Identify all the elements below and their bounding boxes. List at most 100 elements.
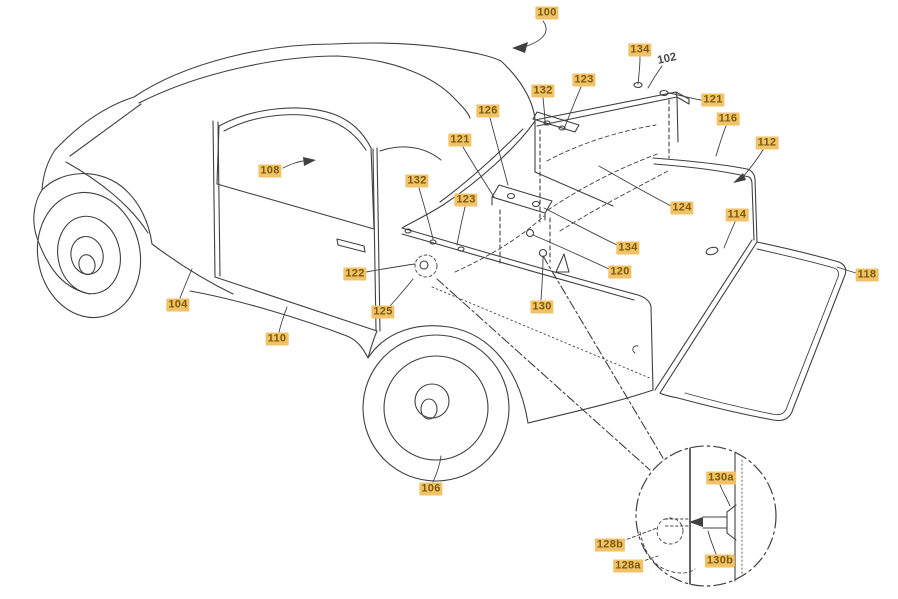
bolt-shank <box>702 511 728 534</box>
ref-label-130: 130 <box>530 300 554 314</box>
leader-130b <box>707 530 717 555</box>
leader-132b <box>418 187 434 240</box>
leader-118 <box>836 266 857 274</box>
leader-102 <box>647 65 663 89</box>
bolt-hole <box>531 200 541 208</box>
cab <box>33 42 536 359</box>
rear-wheel <box>362 334 510 482</box>
magnifier-links <box>436 255 664 471</box>
body-crease <box>151 243 234 295</box>
leader-122 <box>365 263 416 273</box>
wall-hole <box>705 246 719 256</box>
leader-123 <box>563 86 582 130</box>
bed-side-dotted-crease <box>431 286 653 380</box>
arrowhead-108 <box>303 157 316 166</box>
cab-rear-inner <box>439 128 524 203</box>
detail-circle-border <box>635 445 777 587</box>
tailgate-outer <box>659 241 847 422</box>
cowl-front <box>41 149 56 191</box>
ref-label-104: 104 <box>166 298 190 312</box>
ref-label-124: 124 <box>670 201 694 215</box>
bolt-tip-arrow <box>689 517 703 527</box>
right-rail <box>652 157 758 243</box>
ref-label-126: 126 <box>476 104 500 118</box>
quarter-beltline <box>379 146 442 161</box>
ref-label-128b: 128b <box>594 538 626 552</box>
roof-inner-line <box>138 55 471 119</box>
bolt-hole <box>506 192 516 200</box>
leader-134 <box>637 56 641 85</box>
crossbar-end-face <box>675 91 690 105</box>
ref-label-121b: 121 <box>448 133 472 147</box>
leader-120 <box>532 234 610 270</box>
hidden-vertical-edges <box>499 129 551 267</box>
floor-triangle-mark <box>555 253 570 273</box>
leader-106 <box>432 455 442 483</box>
bolt-hole <box>659 89 669 97</box>
ref-label-125: 125 <box>371 305 395 319</box>
leader-128b <box>621 527 658 542</box>
ref-label-134: 134 <box>628 43 652 57</box>
rear-fender-arch <box>367 325 529 424</box>
ref-label-130b: 130b <box>704 554 736 568</box>
door-bottom <box>214 276 378 332</box>
ref-label-114: 114 <box>725 208 749 222</box>
leader-123b <box>456 206 466 246</box>
leader-132 <box>542 97 546 126</box>
ref-label-132: 132 <box>531 84 555 98</box>
mount-bracket-lower <box>491 184 553 221</box>
crossbar-right-edge <box>676 96 679 143</box>
bolt-hidden-shank <box>664 518 689 527</box>
ref-label-100: 100 <box>535 6 559 20</box>
ref-label-123b: 123 <box>454 193 478 207</box>
roof-outline <box>54 42 536 151</box>
leader-110 <box>278 306 288 333</box>
left-wall-bottom <box>527 389 654 424</box>
leader-130 <box>540 256 544 301</box>
leader-114 <box>723 221 736 249</box>
tailgate <box>659 241 847 422</box>
hidden-wheelwell-curves <box>454 124 669 273</box>
ref-label-122: 122 <box>343 267 367 281</box>
leader-134b <box>543 207 618 246</box>
left-rail-inner <box>401 233 635 301</box>
door-window <box>216 107 375 230</box>
leader-125 <box>389 278 414 307</box>
leader-lines <box>179 20 857 563</box>
cab-rear-edge <box>401 120 536 229</box>
bolt-hole <box>558 125 566 131</box>
front-fender-arc <box>41 173 153 245</box>
front-wheel <box>36 191 142 319</box>
ref-label-120: 120 <box>608 265 632 279</box>
left-rail <box>401 227 654 391</box>
bed-bolt <box>525 228 535 238</box>
ref-label-134b: 134 <box>616 241 640 255</box>
ref-label-112: 112 <box>755 136 779 150</box>
leader-112 <box>741 149 764 179</box>
detail-link-line <box>436 278 651 471</box>
panel-mark <box>632 345 639 354</box>
leader-100 <box>523 20 547 48</box>
leader-124 <box>598 165 672 207</box>
ref-label-116: 116 <box>716 112 740 126</box>
hood-line <box>65 161 149 234</box>
arrowhead-100 <box>512 42 528 53</box>
bed-right-wall <box>632 157 758 394</box>
leader-108 <box>282 160 304 169</box>
rail-hole <box>457 246 465 252</box>
a-pillar-inner <box>69 103 142 157</box>
ref-label-128a: 128a <box>613 559 643 573</box>
leader-121 <box>668 92 702 101</box>
magnified-spot <box>414 254 438 278</box>
detail-link-line <box>542 255 664 459</box>
hidden-nut-dashed <box>656 517 684 545</box>
ref-label-118: 118 <box>855 268 879 282</box>
ref-label-110: 110 <box>265 332 289 346</box>
ref-label-108: 108 <box>258 164 282 178</box>
hidden-washer-dashed <box>639 531 696 574</box>
right-rail-inner <box>653 163 755 241</box>
rail-hole <box>429 239 437 245</box>
ref-label-123: 123 <box>572 73 596 87</box>
